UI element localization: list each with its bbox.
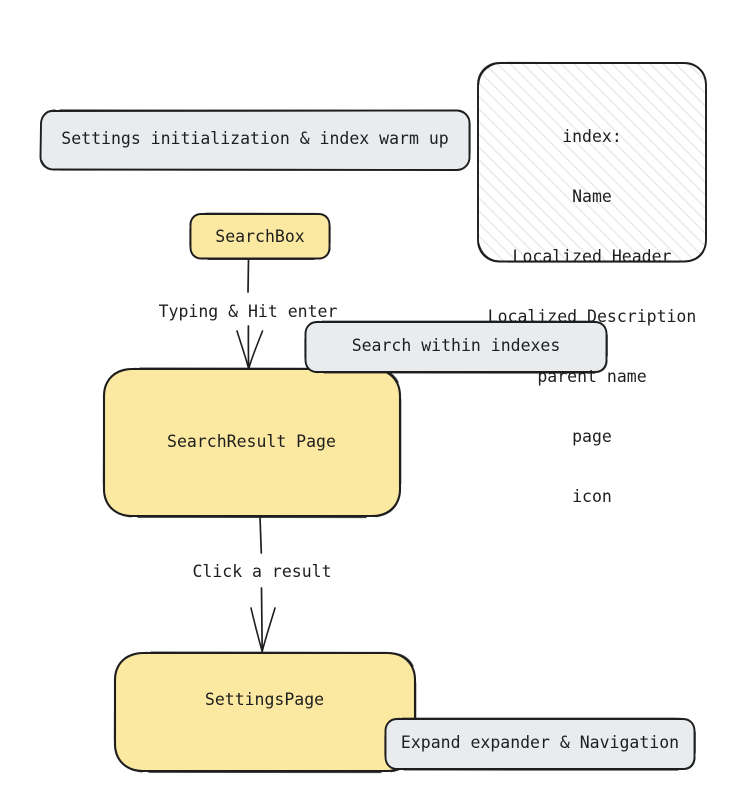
shape-expand-expander-note[interactable] [384,717,696,771]
shape-search-box-node[interactable] [189,212,331,260]
edge-click-a-result [250,516,276,653]
shape-search-result-page-node[interactable] [102,367,402,519]
shape-search-within-indexes-note[interactable] [304,320,608,374]
edge-click-a-result-label: Click a result [192,562,332,581]
edge-typing-hit-enter-label: Typing & Hit enter [158,302,338,321]
edge-typing-hit-enter [236,258,264,370]
shape-index-hatched-note[interactable] [477,61,707,263]
shape-settings-page-node[interactable] [113,651,417,774]
shape-settings-init-note[interactable] [39,109,471,171]
